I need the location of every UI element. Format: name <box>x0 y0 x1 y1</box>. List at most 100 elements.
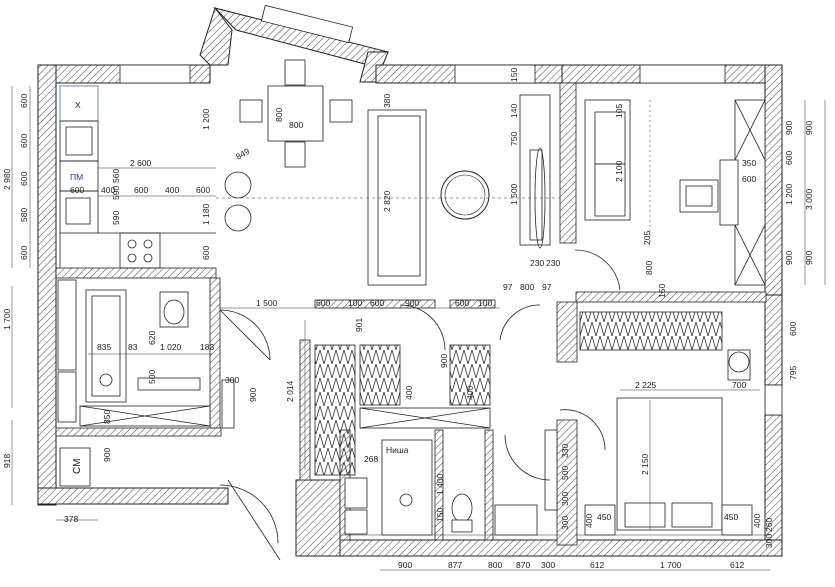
dim-br-400a: 400 <box>584 514 594 528</box>
washer-label: СМ <box>72 459 83 474</box>
laundry <box>59 447 91 487</box>
dim-of-105: 105 <box>614 104 624 118</box>
dim-left-1700: 1 700 <box>2 308 12 330</box>
dim-br-795: 795 <box>788 366 798 380</box>
dining-table <box>239 59 353 168</box>
dim-top-750: 750 <box>509 132 519 146</box>
dim-r-900d: 900 <box>804 251 814 265</box>
dim-b-870: 870 <box>516 560 530 570</box>
dim-sofa-2820: 2 820 <box>382 190 392 212</box>
dim-left-2980: 2 980 <box>2 168 12 190</box>
dim-kitchen-560: 560 <box>111 169 121 183</box>
dim-kitchen-600c: 600 <box>196 185 210 195</box>
dim-kitchen-400b: 400 <box>165 185 179 195</box>
dim-br-260: 260 <box>764 518 774 532</box>
dim-b-612a: 612 <box>590 560 604 570</box>
dim-bath-83: 83 <box>128 342 138 352</box>
dim-top-380: 380 <box>382 94 392 108</box>
dim-br-300: 300 <box>764 534 774 548</box>
doors <box>219 249 621 561</box>
dim-kitchen-600b: 600 <box>134 185 148 195</box>
dimension-texts: 600 600 600 580 600 2 980 1 700 918 378 … <box>2 68 814 570</box>
dim-r-900b: 900 <box>784 251 794 265</box>
dim-of-600: 600 <box>742 174 756 184</box>
dishwasher-label: ПМ <box>70 172 83 182</box>
dim-b-300: 300 <box>541 560 555 570</box>
office <box>584 99 766 286</box>
dim-of-230a: 230 <box>530 258 544 268</box>
dim-of-350: 350 <box>742 158 756 168</box>
dim-h-97b: 97 <box>542 282 552 292</box>
dim-table-800w: 800 <box>289 120 303 130</box>
dim-of-2100: 2 100 <box>614 160 624 182</box>
dim-bath-850: 850 <box>102 410 112 424</box>
dim-wc-150: 150 <box>435 508 445 522</box>
dim-kitchen-600v: 600 <box>201 246 211 260</box>
dim-wc-300a: 300 <box>560 492 570 506</box>
dim-left-600c: 600 <box>19 172 29 186</box>
dim-kitchen-2600: 2 600 <box>130 158 152 168</box>
dim-bath-300: 300 <box>225 375 239 385</box>
dim-hall-400b: 400 <box>465 386 475 400</box>
dim-hall-901: 901 <box>354 318 364 332</box>
dim-b-612b: 612 <box>730 560 744 570</box>
dim-b-877: 877 <box>448 560 462 570</box>
dim-r-1200: 1 200 <box>784 183 794 205</box>
x-mark-label: Х <box>75 100 81 110</box>
dim-of-150: 150 <box>657 284 667 298</box>
dim-br-600: 600 <box>788 322 798 336</box>
dim-br-2225: 2 225 <box>635 380 657 390</box>
dim-h-600a: 600 <box>316 298 330 308</box>
dim-wc-500: 500 <box>560 466 570 480</box>
dim-left-600a: 600 <box>19 94 29 108</box>
dim-r-600: 600 <box>784 151 794 165</box>
dim-v-1200: 1 200 <box>201 108 211 130</box>
dimension-lines <box>11 86 826 571</box>
dim-left-600b: 600 <box>19 134 29 148</box>
dim-bottom-378: 378 <box>64 514 78 524</box>
dim-wc-268: 268 <box>364 454 378 464</box>
dim-wc-1400: 1 400 <box>435 473 445 495</box>
dim-kitchen-590b: 590 <box>111 211 121 225</box>
dim-hall-400: 400 <box>404 386 414 400</box>
tv-unit <box>519 94 551 249</box>
dim-br-400b: 400 <box>752 514 762 528</box>
dim-bath-1020: 1 020 <box>160 342 182 352</box>
dim-h-100b: 100 <box>478 298 492 308</box>
dim-h-800: 800 <box>520 282 534 292</box>
dim-kitchen-600a: 600 <box>70 185 84 195</box>
dim-b-1700: 1 700 <box>660 560 682 570</box>
dim-hall-2014: 2 014 <box>285 380 295 402</box>
dim-wc-330: 330 <box>560 444 570 458</box>
dim-bath-900: 900 <box>248 388 258 402</box>
dim-bath-500: 500 <box>147 370 157 384</box>
dim-r-900a: 900 <box>784 121 794 135</box>
dim-wc-300b: 300 <box>560 516 570 530</box>
dim-left-580: 580 <box>19 208 29 222</box>
wc <box>344 429 558 536</box>
dim-br-2150: 2 150 <box>640 453 650 475</box>
dim-h-97a: 97 <box>503 282 513 292</box>
dim-r-900c: 900 <box>804 121 814 135</box>
dim-left-918: 918 <box>2 454 12 468</box>
dim-table-800h: 800 <box>274 108 284 122</box>
dim-h-600b: 600 <box>370 298 384 308</box>
sofa <box>367 109 427 286</box>
dim-r-3000: 3 000 <box>804 188 814 210</box>
dim-tv-1500: 1 500 <box>509 183 519 205</box>
dim-kitchen-400a: 400 <box>101 185 115 195</box>
dim-v-1180: 1 180 <box>201 203 211 225</box>
dim-left-600d: 600 <box>19 246 29 260</box>
dim-diag-849: 849 <box>234 146 252 162</box>
dim-b-800: 800 <box>488 560 502 570</box>
coffee-table <box>440 170 490 220</box>
dim-of-800: 800 <box>644 261 654 275</box>
hall-wardrobes <box>314 311 723 476</box>
dim-kitchen-590a: 590 <box>111 186 121 200</box>
dim-bath-900b: 900 <box>102 448 112 462</box>
dim-hall-900: 900 <box>439 354 449 368</box>
dim-top-140: 140 <box>509 104 519 118</box>
dim-h-1500: 1 500 <box>256 298 278 308</box>
dim-top-150: 150 <box>509 68 519 82</box>
